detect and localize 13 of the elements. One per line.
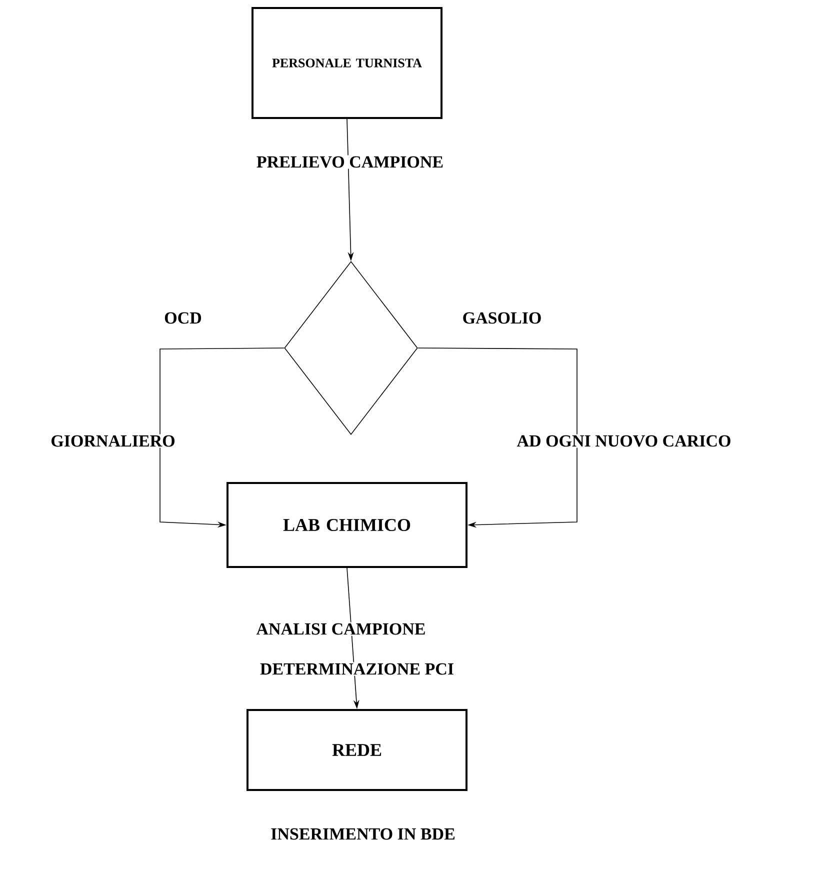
decision-diamond bbox=[284, 261, 418, 435]
edge-label: PRELIEVO CAMPIONE bbox=[255, 155, 445, 169]
process-box: REDE bbox=[246, 709, 468, 791]
process-box: LAB CHIMICO bbox=[226, 482, 468, 568]
arrow bbox=[418, 348, 578, 528]
text-label: INSERIMENTO IN BDE bbox=[270, 827, 456, 841]
text-label: GASOLIO bbox=[461, 311, 543, 325]
text-label: OCD bbox=[163, 311, 203, 325]
edge-label: ANALISI CAMPIONE bbox=[255, 622, 427, 636]
edge-label: AD OGNI NUOVO CARICO bbox=[516, 434, 732, 448]
edge-label: GIORNALIERO bbox=[50, 434, 176, 448]
text-label: DETERMINAZIONE PCI bbox=[258, 662, 456, 676]
process-box: PERSONALE TURNISTA bbox=[252, 7, 442, 119]
